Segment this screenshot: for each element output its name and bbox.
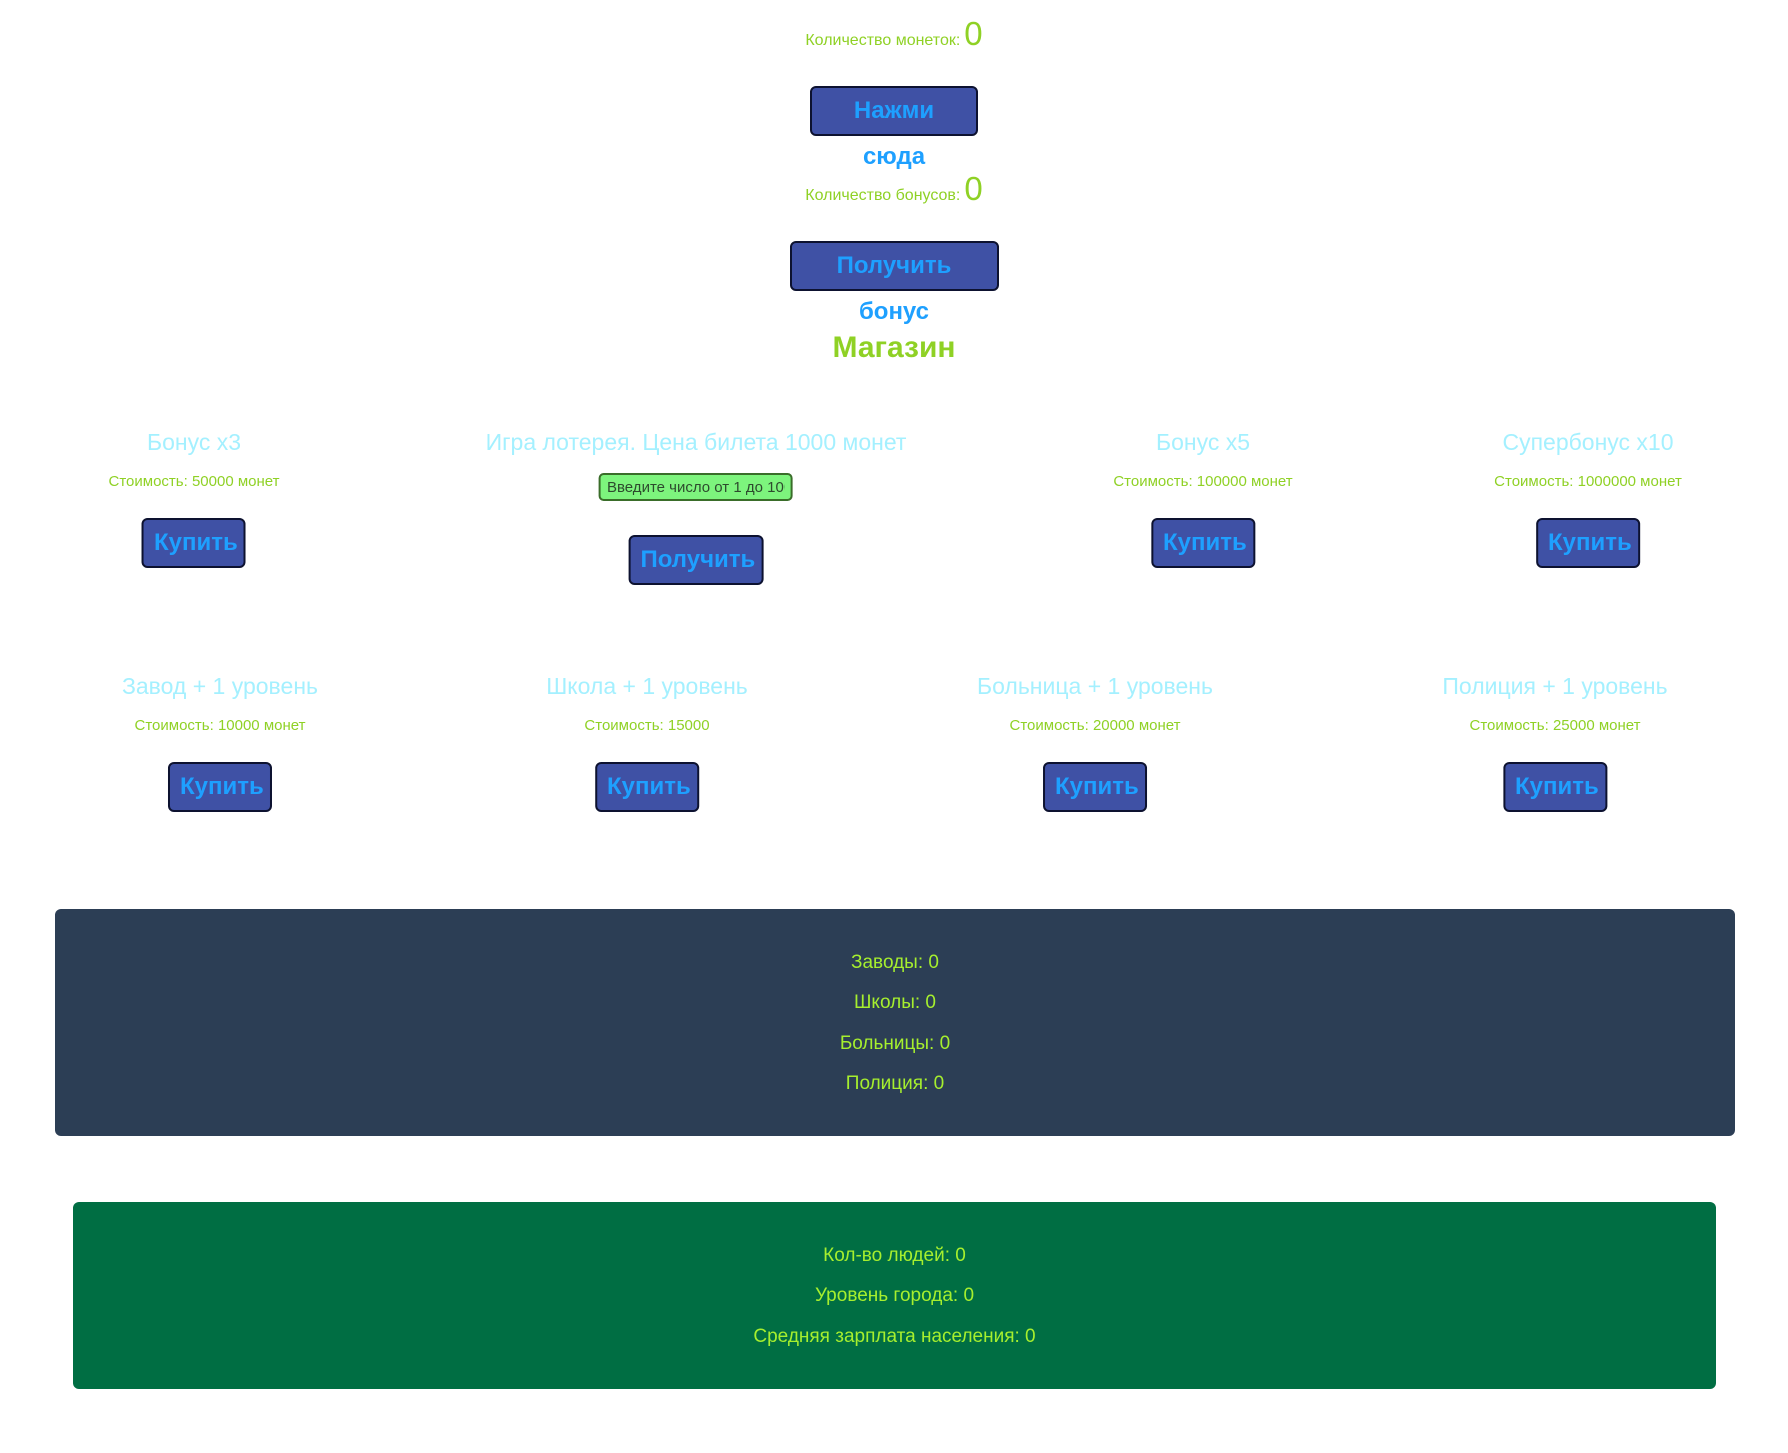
people-count: Кол-во людей: 0 xyxy=(823,1245,966,1266)
shop-item-title: Завод + 1 уровень xyxy=(121,673,319,699)
shop-item-title: Бонус x3 xyxy=(146,429,241,455)
shop-item-cost: Стоимость: 100000 монет xyxy=(1113,473,1293,490)
hospitals-count: Больницы: 0 xyxy=(839,1033,951,1054)
average-salary: Средняя зарплата населения: 0 xyxy=(753,1326,1036,1347)
shop-item-title: Больница + 1 уровень xyxy=(977,673,1213,699)
shop-item-hospital: Больница + 1 уровень Стоимость: 20000 мо… xyxy=(977,668,1213,812)
buy-bonus-x3-button[interactable]: Купить xyxy=(142,518,246,568)
lottery-number-input[interactable] xyxy=(598,473,793,501)
bonuses-value: 0 xyxy=(964,170,983,207)
get-bonus-button[interactable]: Получить бонус xyxy=(789,241,999,325)
shop-item-school: Школа + 1 уровень Стоимость: 15000 Купит… xyxy=(546,668,748,812)
buy-police-button[interactable]: Купить xyxy=(1503,762,1607,812)
buildings-panel: Заводы: 0 Школы: 0 Больницы: 0 Полиция: … xyxy=(55,909,1735,1136)
buy-bonus-x5-button[interactable]: Купить xyxy=(1151,518,1255,568)
shop-item-cost: Стоимость: 50000 монет xyxy=(108,473,280,490)
shop-item-title: Бонус x5 xyxy=(1155,429,1250,455)
schools-count: Школы: 0 xyxy=(854,992,936,1013)
buy-school-button[interactable]: Купить xyxy=(595,762,699,812)
city-panel: Кол-во людей: 0 Уровень города: 0 Средня… xyxy=(73,1202,1716,1389)
shop-item-cost: Стоимость: 1000000 монет xyxy=(1494,473,1682,490)
click-button[interactable]: Нажми сюда xyxy=(810,86,978,170)
shop-item-superbonus-x10: Супербонус x10 Стоимость: 1000000 монет … xyxy=(1494,424,1682,568)
shop-item-cost: Стоимость: 20000 монет xyxy=(1009,717,1181,734)
buy-superbonus-x10-button[interactable]: Купить xyxy=(1536,518,1640,568)
shop-item-cost: Стоимость: 15000 xyxy=(584,717,710,734)
city-level: Уровень города: 0 xyxy=(814,1285,975,1306)
shop-item-title: Супербонус x10 xyxy=(1502,429,1674,455)
buy-factory-button[interactable]: Купить xyxy=(167,762,272,812)
police-count: Полиция: 0 xyxy=(845,1073,945,1094)
shop-item-lottery: Игра лотерея. Цена билета 1000 монет Пол… xyxy=(485,424,907,585)
factories-count: Заводы: 0 xyxy=(851,952,939,973)
shop-item-bonus-x3: Бонус x3 Стоимость: 50000 монет Купить xyxy=(108,424,280,568)
lottery-get-button[interactable]: Получить xyxy=(628,535,764,585)
shop-item-cost: Стоимость: 10000 монет xyxy=(134,717,306,734)
shop-item-factory: Завод + 1 уровень Стоимость: 10000 монет… xyxy=(122,668,318,812)
shop-item-police: Полиция + 1 уровень Стоимость: 25000 мон… xyxy=(1442,668,1668,812)
shop-item-bonus-x5: Бонус x5 Стоимость: 100000 монет Купить xyxy=(1113,424,1293,568)
coins-value: 0 xyxy=(964,15,983,52)
bonuses-counter: Количество бонусов:0 xyxy=(0,169,1788,209)
buy-hospital-button[interactable]: Купить xyxy=(1042,762,1147,812)
shop-item-title: Школа + 1 уровень xyxy=(546,673,748,699)
shop-title: Магазин xyxy=(832,331,956,364)
get-bonus-button-wrap: Получить бонус xyxy=(0,241,1788,325)
shop-item-title: Игра лотерея. Цена билета 1000 монет xyxy=(485,429,907,455)
coins-counter: Количество монеток:0 xyxy=(0,14,1788,54)
bonuses-label: Количество бонусов: xyxy=(805,187,961,204)
shop-item-cost: Стоимость: 25000 монет xyxy=(1469,717,1641,734)
coins-label: Количество монеток: xyxy=(805,32,961,49)
click-button-wrap: Нажми сюда xyxy=(0,86,1788,170)
shop-item-title: Полиция + 1 уровень xyxy=(1442,673,1668,699)
